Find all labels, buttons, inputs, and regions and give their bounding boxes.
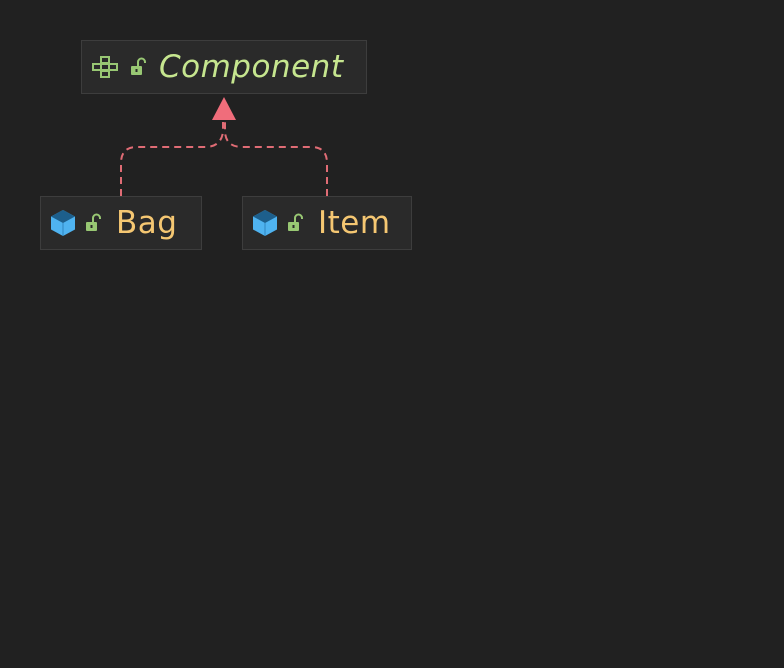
unlocked-padlock-icon <box>130 57 146 77</box>
interface-puzzle-icon <box>91 55 121 79</box>
unlocked-padlock-icon <box>85 213 101 233</box>
component-node[interactable]: Component <box>81 40 367 94</box>
class-cube-icon <box>50 209 76 237</box>
class-cube-icon <box>252 209 278 237</box>
realization-arrowhead <box>212 97 236 120</box>
realization-edge-item <box>224 122 328 196</box>
component-label: Component <box>159 49 344 85</box>
bag-node[interactable]: Bag <box>40 196 202 250</box>
unlocked-padlock-icon <box>287 213 303 233</box>
bag-label: Bag <box>116 205 178 241</box>
item-label: Item <box>318 205 391 241</box>
item-node[interactable]: Item <box>242 196 412 250</box>
realization-edge-bag <box>120 122 224 196</box>
